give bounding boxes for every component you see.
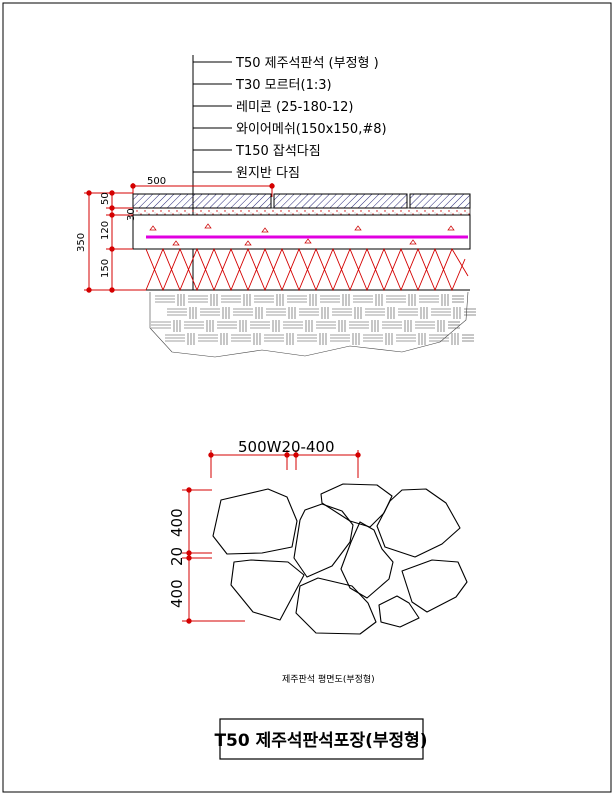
gravel-triangles	[145, 247, 469, 292]
layer-dimensions	[84, 190, 146, 293]
concrete-aggregate	[149, 223, 455, 246]
leader-ticks	[193, 61, 232, 173]
plan-left-dim-upper: 400	[168, 508, 186, 537]
stone-8	[401, 559, 468, 613]
layer-label-concrete: 레미콘 (25-180-12)	[236, 100, 353, 115]
title-box	[219, 718, 424, 760]
plan-caption: 제주판석 평면도(부정형)	[282, 674, 375, 685]
stone-slab-layer	[132, 193, 471, 209]
mortar-layer	[132, 207, 471, 216]
stone-plan: 500W20-400 400 20 400 제주판석 평면도(부정형)	[168, 438, 468, 685]
plan-top-dimension	[208, 450, 361, 478]
depth-label-mortar: 30	[126, 208, 137, 221]
irregular-stones	[212, 483, 468, 635]
width-dimension-label: 500	[147, 176, 166, 187]
layer-label-stone: T50 제주석판석 (부정형 )	[235, 56, 379, 71]
layer-label-gravel: T150 잡석다짐	[235, 144, 321, 159]
plan-left-dim-lower: 400	[168, 579, 186, 608]
stone-6	[230, 559, 305, 621]
layer-label-wire-mesh: 와이어메쉬(150x150,#8)	[236, 122, 387, 137]
stone-1	[212, 488, 298, 555]
concrete-layer	[132, 214, 471, 250]
layer-label-mortar: T30 모르터(1:3)	[235, 78, 332, 93]
plan-left-dim-gap: 20	[168, 547, 186, 566]
total-depth-label: 350	[76, 233, 87, 252]
stone-2	[293, 503, 354, 578]
stone-3	[320, 483, 393, 528]
subgrade-hatch	[149, 291, 477, 358]
stone-5	[340, 521, 394, 599]
layer-label-subgrade: 원지반 다짐	[236, 166, 300, 181]
stone-9	[378, 595, 420, 628]
plan-left-dimension	[182, 487, 245, 624]
pavement-section: T50 제주석판석 (부정형 ) T30 모르터(1:3) 레미콘 (25-18…	[76, 55, 477, 358]
depth-label-gravel: 150	[100, 259, 111, 278]
drawing-title: T50 제주석판석포장(부정형)	[214, 730, 427, 751]
depth-label-stone: 50	[100, 192, 111, 205]
plan-top-dimension-label: 500W20-400	[238, 438, 335, 456]
stone-7	[295, 577, 377, 635]
stone-4	[376, 488, 461, 558]
title-block: T50 제주석판석포장(부정형)	[214, 718, 428, 760]
depth-label-concrete: 120	[100, 221, 111, 240]
